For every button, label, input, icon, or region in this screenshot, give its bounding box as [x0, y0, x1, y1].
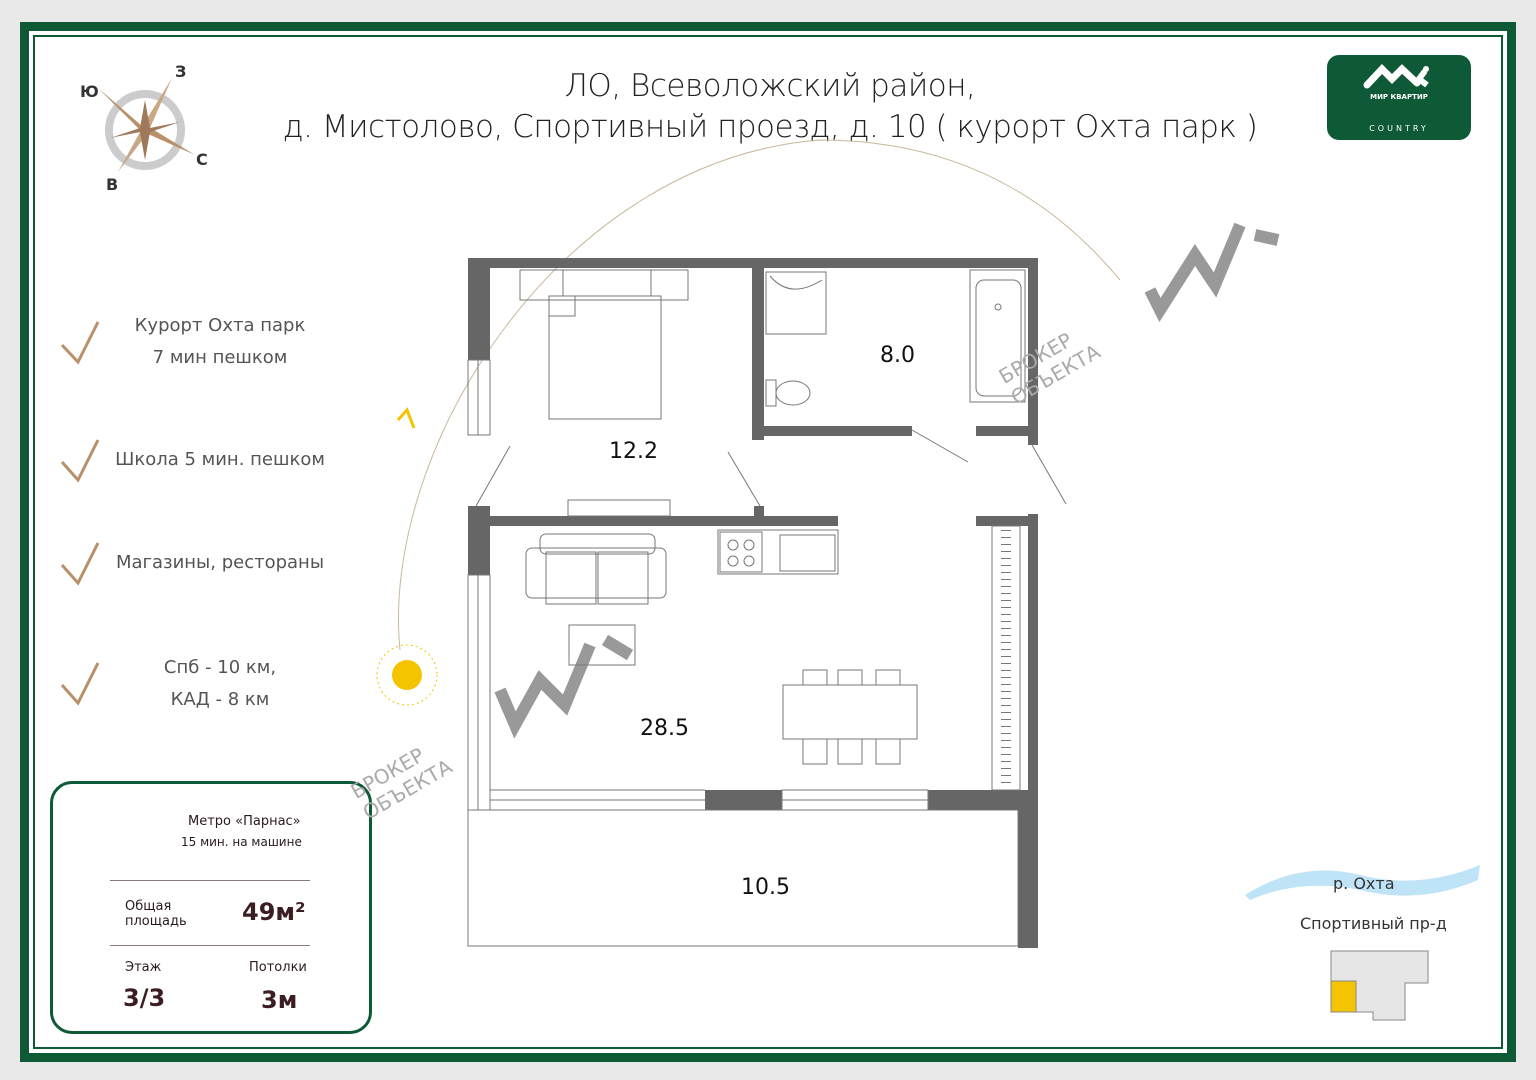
feature-school: Школа 5 мин. пешком [115, 449, 325, 470]
feature-shops: Магазины, рестораны [115, 552, 325, 573]
street-label: Спортивный пр-д [1300, 914, 1447, 933]
logo-mark-icon [1363, 63, 1429, 89]
sun-icon [376, 644, 438, 706]
room-area-balcony: 10.5 [741, 875, 790, 900]
walls [468, 258, 1038, 948]
building-highlight [1330, 980, 1357, 1013]
check-icons [60, 321, 100, 706]
watermark-logo-icon [1144, 222, 1280, 323]
room-area-bathroom: 8.0 [880, 343, 915, 368]
compass-s: В [106, 175, 119, 194]
watermark-logo-icon [494, 634, 634, 739]
river-icon [1245, 865, 1480, 900]
room-area-bedroom: 12.2 [609, 439, 658, 464]
compass-n: З [175, 62, 187, 81]
river-label: р. Охта [1333, 874, 1395, 893]
compass-w: Ю [80, 82, 99, 101]
compass-icon [98, 78, 195, 172]
page-title: ЛО, Всеволожский район,д. Мистолово, Спо… [282, 68, 1258, 145]
inner-frame [33, 35, 1503, 1049]
compass-e: С [196, 150, 208, 169]
moon-icon [1118, 268, 1138, 308]
feature-distance: Спб - 10 км,КАД - 8 км [163, 657, 277, 710]
arrow-icon [396, 407, 416, 429]
room-area-living: 28.5 [640, 716, 689, 741]
